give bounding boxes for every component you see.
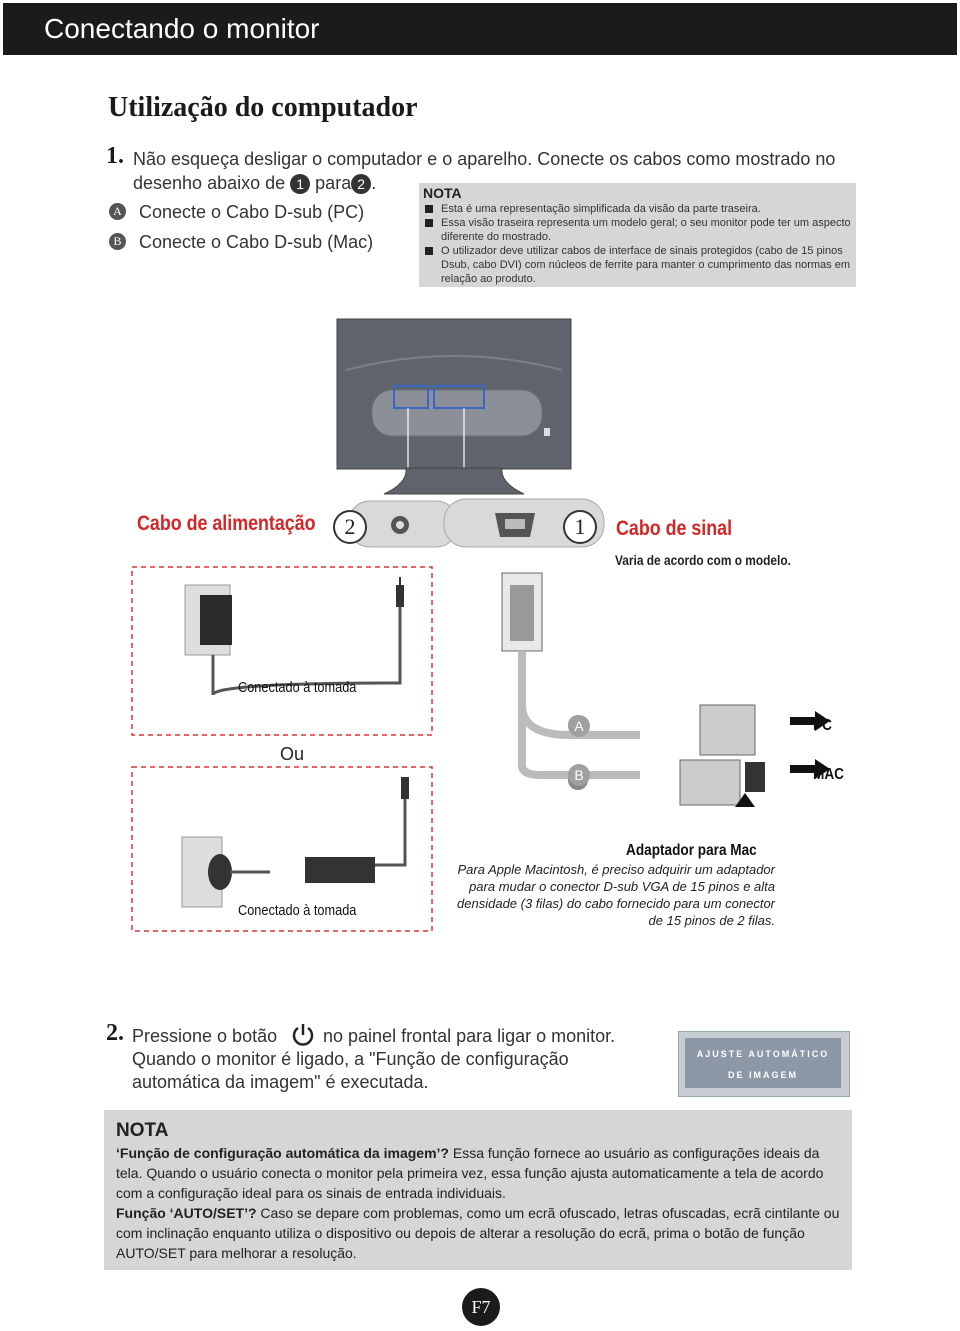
page-number-badge: F7 <box>462 1288 500 1326</box>
auto-adjust-line2: DE IMAGEM <box>727 1070 798 1080</box>
note1-item: O utilizador deve utilizar cabos de inte… <box>425 244 851 286</box>
step1-line2-suffix: . <box>371 173 377 193</box>
step2-number: 2. <box>106 1020 124 1046</box>
power-cable-diagram <box>131 566 433 932</box>
section-title: Utilização do computador <box>108 92 418 123</box>
note2-p2-text: Caso se depare com problemas, como um ec… <box>116 1205 840 1261</box>
power-icon <box>292 1024 314 1046</box>
item-text-b: Conecte o Cabo D-sub (Mac) <box>139 232 374 252</box>
letter-b: B <box>568 764 590 786</box>
signal-number: 1 <box>563 510 597 544</box>
power-cable-label: Cabo de alimentação <box>137 512 316 535</box>
step-circle-1: 1 <box>290 174 311 195</box>
signal-cable-diagram <box>501 572 830 807</box>
auto-adjust-display: AJUSTE AUTOMÁTICO DE IMAGEM <box>678 1031 850 1097</box>
step2-line2: Quando o monitor é ligado, a "Função de … <box>132 1049 569 1069</box>
step1-line1: Não esqueça desligar o computador e o ap… <box>133 149 836 169</box>
bullet-icon <box>425 205 433 213</box>
note2-p1-bold: ‘Função de configuração automática da im… <box>116 1145 449 1161</box>
page-header <box>3 3 957 55</box>
auto-adjust-line1: AJUSTE AUTOMÁTICO <box>696 1049 830 1059</box>
note2-title: NOTA <box>116 1120 169 1141</box>
pc-label: PC <box>813 717 832 734</box>
item-text-a: Conecte o Cabo D-sub (PC) <box>139 202 365 222</box>
or-label: Ou <box>280 744 305 764</box>
step2-line3: automática da imagem" é executada. <box>132 1072 429 1092</box>
adapter-text: Para Apple Macintosh, é preciso adquirir… <box>457 862 775 928</box>
note2-p2-bold: Função ‘AUTO/SET’? <box>116 1205 257 1221</box>
outlet-label-2: Conectado à tomada <box>238 902 357 919</box>
header-title: Conectando o monitor <box>44 13 320 44</box>
note1-item-text: Essa visão traseira representa um modelo… <box>441 217 851 243</box>
outlet-label-1: Conectado à tomada <box>238 679 357 696</box>
note-box-1: NOTA Esta é uma representação simplifica… <box>419 183 856 287</box>
bullet-icon <box>425 219 433 227</box>
note1-title: NOTA <box>423 185 462 201</box>
note1-item-text: Esta é uma representação simplificada da… <box>441 203 761 215</box>
auto-adjust-screen: AJUSTE AUTOMÁTICO DE IMAGEM <box>685 1038 841 1088</box>
item-letter-a: A <box>109 203 126 220</box>
letter-a: A <box>568 715 590 737</box>
step2-line1a: Pressione o botão <box>132 1026 278 1046</box>
note1-item: Essa visão traseira representa um modelo… <box>425 216 851 244</box>
note-box-2: NOTA ‘Função de configuração automática … <box>104 1110 852 1270</box>
signal-cable-label: Cabo de sinal <box>616 517 733 540</box>
step2-line1b: no painel frontal para ligar o monitor. <box>323 1026 616 1046</box>
power-number: 2 <box>333 510 367 544</box>
item-letter-b: B <box>109 233 126 250</box>
step1-number: 1. <box>106 143 124 169</box>
varies-note: Varia de acordo com o modelo. <box>615 552 791 568</box>
note1-item: Esta é uma representação simplificada da… <box>425 202 851 216</box>
step1-line2-mid: para <box>315 173 352 193</box>
bullet-icon <box>425 247 433 255</box>
step-circle-2: 2 <box>351 174 372 195</box>
monitor-back-illustration <box>336 318 572 495</box>
note2-paragraph-1: ‘Função de configuração automática da im… <box>116 1143 841 1203</box>
note2-paragraph-2: Função ‘AUTO/SET’? Caso se depare com pr… <box>116 1203 841 1263</box>
note2-p1-text: Essa função fornece ao usuário as config… <box>116 1145 824 1201</box>
adapter-title: Adaptador para Mac <box>626 842 757 859</box>
note1-item-text: O utilizador deve utilizar cabos de inte… <box>441 245 851 285</box>
step1-line2-prefix: desenho abaixo de <box>133 173 286 193</box>
mac-label: MAC <box>813 766 844 783</box>
